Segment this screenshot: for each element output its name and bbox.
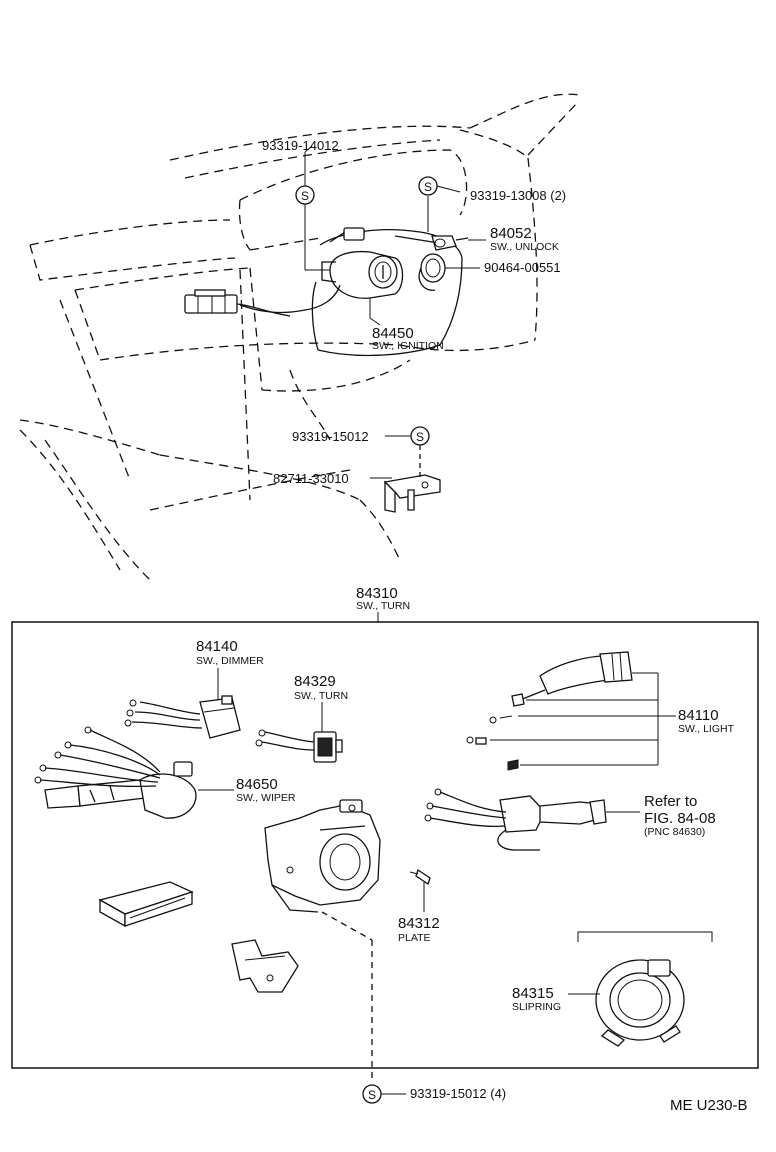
refer-pnc-label: (PNC 84630) — [644, 826, 705, 838]
label-84650-name: SW., WIPER — [236, 792, 296, 804]
label-84110: 84110 — [678, 707, 719, 724]
dashboard-outline — [19, 93, 581, 581]
s-marker-13008: S — [418, 176, 438, 196]
lower-bracket — [231, 939, 299, 993]
label-84110-name: SW., LIGHT — [678, 723, 735, 735]
label-84450-name: SW., IGNITION — [372, 340, 444, 352]
control-module — [98, 881, 194, 928]
label-93319-15012-4: 93319-15012 (4) — [410, 1086, 506, 1101]
label-84310: 84310 — [356, 585, 398, 602]
upper-leaders — [304, 145, 486, 326]
label-84140-name: SW., DIMMER — [196, 655, 264, 667]
s-marker-label: S — [368, 1088, 376, 1102]
ignition-switch — [239, 250, 404, 314]
label-84329: 84329 — [294, 673, 336, 690]
label-93319-14012: 93319-14012 — [262, 138, 339, 153]
label-84650: 84650 — [236, 776, 278, 793]
cruise-lever-switch — [424, 788, 607, 851]
label-84315-name: SLIPRING — [512, 1001, 561, 1013]
slipring — [595, 959, 685, 1047]
wiper-switch — [34, 726, 197, 819]
mounting-bracket — [383, 474, 441, 513]
label-84310-name: SW., TURN — [356, 600, 410, 612]
s-marker-label: S — [301, 189, 309, 203]
label-84329-name: SW., TURN — [294, 690, 348, 702]
s-marker-14012: S — [295, 185, 315, 205]
turn-switch-small — [255, 729, 343, 763]
figure-code: ME U230-B — [670, 1097, 748, 1114]
label-84052: 84052 — [490, 225, 532, 242]
wire-connector — [184, 289, 291, 317]
s-marker-15012: S — [410, 426, 430, 446]
s-marker-label: S — [416, 430, 424, 444]
assembly-frame — [11, 621, 759, 1069]
label-84450: 84450 — [372, 325, 414, 342]
label-84052-name: SW., UNLOCK — [490, 241, 559, 253]
label-84315: 84315 — [512, 985, 554, 1002]
refer-fig-label: FIG. 84-08 — [644, 810, 716, 827]
label-84312: 84312 — [398, 915, 440, 932]
label-93319-15012: 93319-15012 — [292, 429, 369, 444]
light-switch — [466, 651, 633, 771]
dimmer-switch — [124, 695, 241, 739]
label-84312-name: PLATE — [398, 932, 430, 944]
s-marker-15012-4: S — [362, 1084, 382, 1104]
s-marker-label: S — [424, 180, 432, 194]
label-84140: 84140 — [196, 638, 238, 655]
unlock-switch — [431, 235, 469, 251]
refer-to-label: Refer to — [644, 793, 697, 810]
label-82711-33010: 82711-33010 — [273, 471, 349, 486]
hose-clamp — [418, 253, 446, 291]
switch-body — [264, 799, 381, 913]
label-93319-13008: 93319-13008 (2) — [470, 188, 566, 203]
light-switch-leaders — [490, 672, 676, 766]
plate-screw — [409, 868, 431, 886]
label-90464-00551: 90464-00551 — [484, 260, 561, 275]
